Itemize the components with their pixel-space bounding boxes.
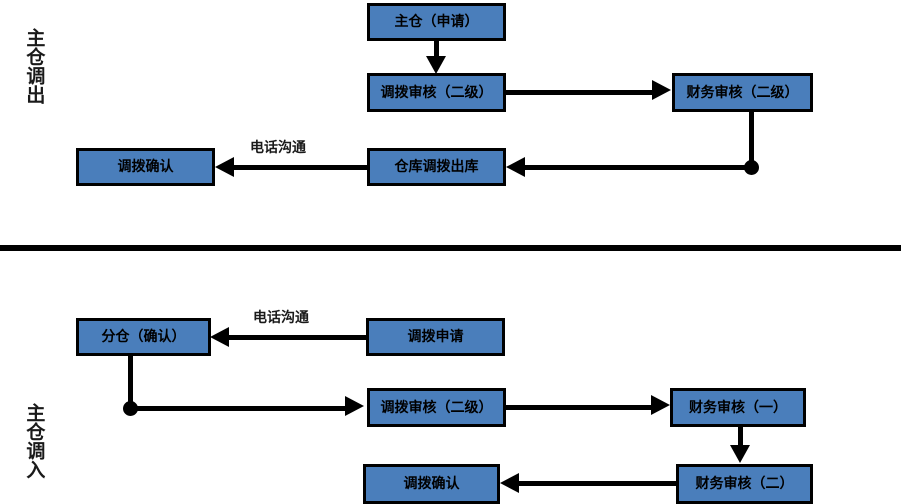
connector-n4-n5-stem <box>233 165 368 170</box>
section-label-outbound: 主仓调出 <box>23 28 46 104</box>
connector-m2-m3-horizontal <box>131 406 345 411</box>
connector-m3-m4-stem <box>506 405 654 410</box>
junction-dot-outbound <box>744 160 759 175</box>
arrowhead-n4-n5 <box>215 157 234 177</box>
node-transfer-request-in[interactable]: 调拨申请 <box>366 318 505 356</box>
arrowhead-m5-m6 <box>500 473 519 493</box>
connector-n2-n3-stem <box>506 90 656 95</box>
arrowhead-n3-n4 <box>506 157 525 177</box>
edge-label-phone-contact-outbound: 电话沟通 <box>250 140 306 156</box>
node-main-warehouse-apply[interactable]: 主仓（申请） <box>367 3 506 41</box>
arrowhead-m1-m2 <box>210 327 229 347</box>
arrowhead-n1-n2 <box>426 56 446 74</box>
connector-m5-m6-stem <box>518 481 677 486</box>
section-label-inbound: 主仓调入 <box>23 403 46 479</box>
section-divider <box>0 245 901 251</box>
connector-n3-n4-vertical <box>749 112 754 170</box>
edge-label-phone-contact-inbound: 电话沟通 <box>253 310 309 326</box>
arrowhead-n2-n3 <box>652 80 671 100</box>
connector-n3-n4-horizontal <box>525 165 751 170</box>
connector-n1-n2-stem <box>434 41 439 60</box>
arrowhead-m2-m3 <box>345 396 364 416</box>
connector-m4-m5-stem <box>738 427 743 448</box>
node-branch-warehouse-confirm[interactable]: 分仓（确认） <box>76 318 211 356</box>
arrowhead-m3-m4 <box>651 395 670 415</box>
node-finance-review-level2-out[interactable]: 财务审核（二级） <box>672 73 813 112</box>
connector-m2-m3-vertical <box>128 356 133 412</box>
node-transfer-review-level2-in[interactable]: 调拨审核（二级） <box>367 388 506 427</box>
node-finance-review-two[interactable]: 财务审核（二） <box>676 464 813 504</box>
junction-dot-inbound <box>123 401 138 416</box>
node-warehouse-transfer-out[interactable]: 仓库调拨出库 <box>367 148 506 186</box>
node-transfer-confirm-in[interactable]: 调拨确认 <box>363 464 500 504</box>
node-transfer-confirm-out[interactable]: 调拨确认 <box>76 148 215 186</box>
connector-m1-m2-stem <box>228 335 367 340</box>
arrowhead-m4-m5 <box>730 445 750 463</box>
node-finance-review-one[interactable]: 财务审核（一） <box>670 388 806 427</box>
node-transfer-review-level2-out[interactable]: 调拨审核（二级） <box>367 73 506 112</box>
